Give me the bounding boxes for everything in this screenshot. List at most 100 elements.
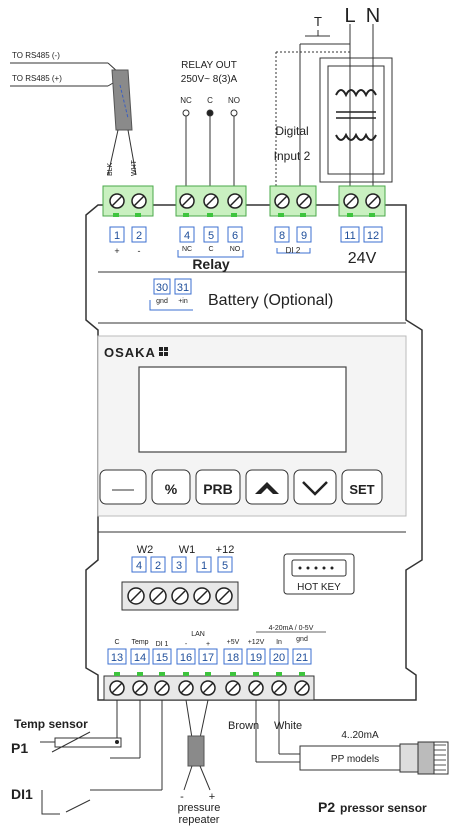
terminal-sub-label: +12V <box>248 639 265 646</box>
terminal-sub-label: + <box>114 246 119 256</box>
pressure-repeater-cable <box>183 699 211 791</box>
terminal-number: 18 <box>227 652 239 664</box>
set-button[interactable] <box>341 469 383 505</box>
white-wire-label: White <box>274 720 302 732</box>
terminal-sub-label: C <box>208 246 213 253</box>
repeater-plus-label: + <box>209 791 215 803</box>
sensor-wiring <box>90 700 300 791</box>
v24-label: 24V <box>348 250 377 267</box>
terminal-number: 3 <box>176 560 182 572</box>
battery-in-label: +in <box>178 298 188 305</box>
line-l-label: L <box>344 5 355 27</box>
w2-label: W2 <box>137 544 154 556</box>
terminal-number: 5 <box>208 230 214 242</box>
prb-button-label: PRB <box>203 481 233 497</box>
terminal-number: 16 <box>180 652 192 664</box>
battery-30-number: 30 <box>156 282 168 294</box>
terminal-number: 19 <box>250 652 262 664</box>
battery-label: Battery (Optional) <box>208 292 333 309</box>
bottom-terminal-block <box>103 672 315 701</box>
terminal-number: 15 <box>156 652 168 664</box>
plus12-label: +12 <box>216 544 235 556</box>
di1-switch-icon <box>41 790 91 815</box>
blk-wire-label: BLK <box>107 162 114 176</box>
blank-button[interactable] <box>99 469 147 505</box>
relay-no-label: NO <box>228 96 240 105</box>
temp-sensor-icon <box>40 731 122 753</box>
switch-t-label: T <box>314 14 322 29</box>
top-terminal-block-di2 <box>269 185 317 217</box>
di1-label: DI1 <box>11 786 33 802</box>
battery-gnd-label: gnd <box>156 298 168 305</box>
mid-terminal-block <box>121 581 239 611</box>
top-terminal-block-power <box>338 185 386 217</box>
brand-logo: OSAKA <box>104 345 156 360</box>
temp-sensor-label: Temp sensor <box>14 717 88 731</box>
relay-out-title: RELAY OUT <box>181 60 237 71</box>
terminal-sub-label: - <box>185 641 188 648</box>
terminal-sub-label: +5V <box>227 639 240 646</box>
terminal-number: 13 <box>111 652 123 664</box>
terminal-number: 20 <box>273 652 285 664</box>
pressure-repeater-label-1: pressure <box>178 802 221 814</box>
p2-label: P2 <box>318 799 335 815</box>
terminal-sub-label: NC <box>182 246 192 253</box>
hotkey-label: HOT KEY <box>297 582 341 593</box>
di2-label: DI 2 <box>286 246 301 255</box>
ma-range-label: 4..20mA <box>341 730 379 741</box>
battery-31-number: 31 <box>177 282 189 294</box>
bottom-terminal-subs: C Temp DI 1 - + +5V +12V In gnd <box>114 636 307 648</box>
display-screen <box>138 366 347 453</box>
top-terminal-block-relay <box>175 185 247 217</box>
wht-wire-label: WHT <box>131 159 138 176</box>
bottom-terminal-numbers: 13 14 15 16 17 18 19 20 21 <box>107 648 312 665</box>
hotkey-port <box>283 553 355 595</box>
percent-button-label: % <box>165 481 178 497</box>
top-terminal-block-rs485 <box>102 185 154 217</box>
terminal-sub-label: NO <box>230 246 241 253</box>
brand-logo-mark <box>159 347 168 356</box>
set-button-label: SET <box>349 482 374 497</box>
power-wiring <box>275 24 374 190</box>
pressure-sensor-icon <box>299 741 449 775</box>
prb-button[interactable] <box>195 469 241 505</box>
terminal-number: 6 <box>232 230 238 242</box>
p1-label: P1 <box>11 740 28 756</box>
terminal-number: 1 <box>114 230 120 242</box>
terminal-number: 21 <box>296 652 308 664</box>
range-label: 4-20mA / 0-5V <box>269 625 314 632</box>
terminal-number: 17 <box>202 652 214 664</box>
top-terminal-numbers: 1 2 4 5 6 8 9 11 12 <box>109 226 383 243</box>
terminal-number: 12 <box>367 230 379 242</box>
terminal-sub-label: gnd <box>296 636 308 643</box>
mid-terminal-numbers: 4 2 3 1 5 <box>131 556 233 573</box>
terminal-number: 14 <box>134 652 146 664</box>
terminal-sub-label: + <box>206 641 210 648</box>
up-arrow-icon <box>255 482 279 494</box>
terminal-number: 8 <box>279 230 285 242</box>
terminal-sub-label: DI 1 <box>156 641 169 648</box>
rs485-cable <box>10 62 137 176</box>
down-button[interactable] <box>293 469 337 505</box>
neutral-n-label: N <box>366 5 380 27</box>
terminal-sub-label: C <box>114 639 119 646</box>
keypad: % PRB SET <box>99 469 383 505</box>
brown-wire-label: Brown <box>228 720 259 732</box>
terminal-number: 5 <box>222 560 228 572</box>
w1-label: W1 <box>179 544 196 556</box>
battery-terminals: 30 31 gnd +in <box>149 278 193 311</box>
p2-sensor-label: pressor sensor <box>340 801 427 815</box>
terminal-sub-label: In <box>276 639 282 646</box>
terminal-number: 1 <box>201 560 207 572</box>
repeater-minus-label: - <box>180 791 184 803</box>
terminal-number: 2 <box>155 560 161 572</box>
rs485-plus-label: TO RS485 (+) <box>12 74 62 83</box>
pressure-repeater-label-2: repeater <box>179 814 220 826</box>
transformer-icon <box>319 57 393 183</box>
lan-label: LAN <box>191 631 205 638</box>
digital-input-line2: Input 2 <box>274 149 311 163</box>
terminal-number: 4 <box>136 560 142 572</box>
digital-input-line1: Digital <box>275 124 308 138</box>
percent-button[interactable] <box>151 469 191 505</box>
